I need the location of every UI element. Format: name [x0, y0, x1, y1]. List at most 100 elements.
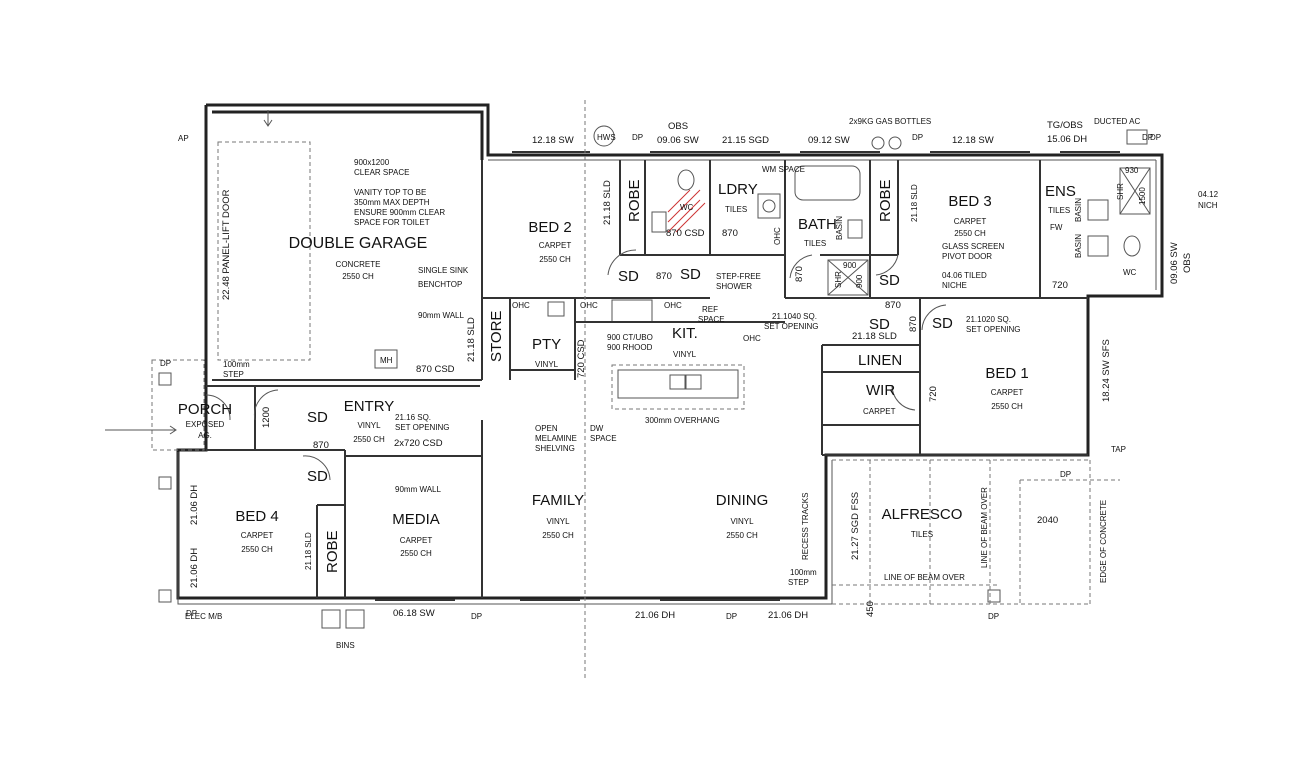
ohc-4-label: OHC [743, 334, 761, 343]
door-bed2-sld: 21.18 SLD [602, 180, 613, 225]
room-store: STORE [488, 311, 505, 362]
sd-bed2: SD [618, 268, 639, 285]
room-bed4-name: BED 4 [235, 508, 278, 525]
room-media-name: MEDIA [392, 511, 440, 528]
room-ldry-name: LDRY [718, 181, 758, 198]
sd-hall-1: SD [680, 266, 701, 283]
window-top-2: 09.06 SW [657, 135, 699, 146]
fixtures [158, 125, 1151, 629]
garage-door-label: 22.48 PANEL-LIFT DOOR [221, 189, 232, 300]
room-bath-floor: TILES [804, 239, 826, 248]
room-bed3-floor: CARPET [954, 217, 987, 226]
door-entry-870: 870 [313, 440, 329, 451]
benchtop-note: BENCHTOP [418, 280, 462, 289]
dp-8: DP [988, 612, 999, 621]
room-bed3-height: 2550 CH [954, 229, 986, 238]
room-bed4-height: 2550 CH [241, 545, 273, 554]
dp-10: DP [1150, 133, 1161, 142]
sd-bed4-hall: SD [307, 468, 328, 485]
entry-arrows [105, 110, 273, 435]
room-linen: LINEN [858, 352, 902, 369]
window-top-1: 12.18 SW [532, 135, 574, 146]
room-bed2-height: 2550 CH [539, 255, 571, 264]
dp-7: DP [726, 612, 737, 621]
sd-bed3: SD [879, 272, 900, 289]
garage-parking-outline [217, 141, 311, 361]
ens-930-label: 930 [1125, 166, 1139, 175]
set-opening-2: 21.1020 SQ.SET OPENING [966, 315, 1021, 334]
shr-900b-label: 900 [855, 274, 864, 288]
room-wir-name: WIR [866, 382, 895, 399]
wall-90-media-note: 90mm WALL [395, 485, 441, 494]
room-family-floor: VINYL [546, 517, 570, 526]
room-porch-name: PORCH [178, 401, 232, 418]
set-opening-3: 21.16 SQ.SET OPENING [395, 413, 450, 432]
ens-basin1-label: BASIN [1074, 198, 1083, 222]
room-dining-name: DINING [716, 492, 769, 509]
door-pty-csd: 720 CSD [576, 339, 587, 378]
door-store-sld: 21.18 SLD [466, 317, 477, 362]
ducted-ac-label: DUCTED AC [1094, 117, 1140, 126]
dp-2: DP [912, 133, 923, 142]
ohc-1-label: OHC [512, 301, 530, 310]
room-bed2-floor: CARPET [539, 241, 572, 250]
sd-entry: SD [307, 409, 328, 426]
window-alfresco-sgd: 21.27 SGD FSS [850, 492, 861, 560]
door-wir-720: 720 [928, 386, 939, 402]
hws-label: HWS [597, 133, 616, 142]
door-bed2-870: 870 [656, 271, 672, 282]
interior-walls [206, 160, 1088, 598]
window-top-obs: OBS [668, 121, 688, 132]
sld-label-hall: 21.18 SLD [852, 331, 897, 342]
gas-bottles-label: 2x9KG GAS BOTTLES [849, 117, 931, 126]
dim-450: 450 [865, 601, 876, 617]
room-dining-height: 2550 CH [726, 531, 758, 540]
room-ens-name: ENS [1045, 183, 1076, 200]
dp-4: DP [160, 359, 171, 368]
room-double-garage-name: DOUBLE GARAGE [289, 235, 428, 252]
room-entry-name: ENTRY [344, 398, 395, 415]
room-bath-name: BATH [798, 216, 837, 233]
wall-90-top-note: 90mm WALL [418, 311, 464, 320]
dp-6: DP [471, 612, 482, 621]
room-bed1-floor: CARPET [991, 388, 1024, 397]
labels: DOUBLE GARAGE CONCRETE 2550 CH 22.48 PAN… [160, 117, 1219, 650]
bath-basin-label: BASIN [835, 216, 844, 240]
edge-concrete-note: EDGE OF CONCRETE [1099, 500, 1108, 583]
room-double-garage-height: 2550 CH [342, 272, 374, 281]
room-robe-bed2: ROBE [626, 179, 643, 222]
door-entry-csd: 2x720 CSD [394, 438, 443, 449]
sd-bed1: SD [932, 315, 953, 332]
window-bottom-1: 06.18 SW [393, 608, 435, 619]
dim-2040: 2040 [1037, 515, 1058, 526]
elec-label: ELEC M/B [185, 612, 222, 621]
door-ldry-870: 870 [722, 228, 738, 239]
room-family-name: FAMILY [532, 492, 584, 509]
ens-wc-label: WC [1123, 268, 1137, 277]
window-top-3: 21.15 SGD [722, 135, 769, 146]
shr-label: SHR [834, 271, 843, 288]
room-media-floor: CARPET [400, 536, 433, 545]
room-entry-height: 2550 CH [353, 435, 385, 444]
room-media-height: 2550 CH [400, 549, 432, 558]
ens-shr-label: SHR [1116, 183, 1125, 200]
room-kit-floor: VINYL [673, 350, 697, 359]
room-bed3-name: BED 3 [948, 193, 991, 210]
ohc-2-label: OHC [580, 301, 598, 310]
door-bed3-870: 870 [885, 300, 901, 311]
door-swings [205, 249, 947, 481]
dp-5: DP [186, 609, 197, 618]
room-alfresco-name: ALFRESCO [882, 506, 963, 523]
beam-note-2: LINE OF BEAM OVER [980, 487, 989, 568]
room-double-garage-floor: CONCRETE [336, 260, 381, 269]
dp-9: DP [1060, 470, 1071, 479]
bins-label: BINS [336, 641, 355, 650]
room-wir-floor: CARPET [863, 407, 896, 416]
window-bottom-2: 21.06 DH [635, 610, 675, 621]
